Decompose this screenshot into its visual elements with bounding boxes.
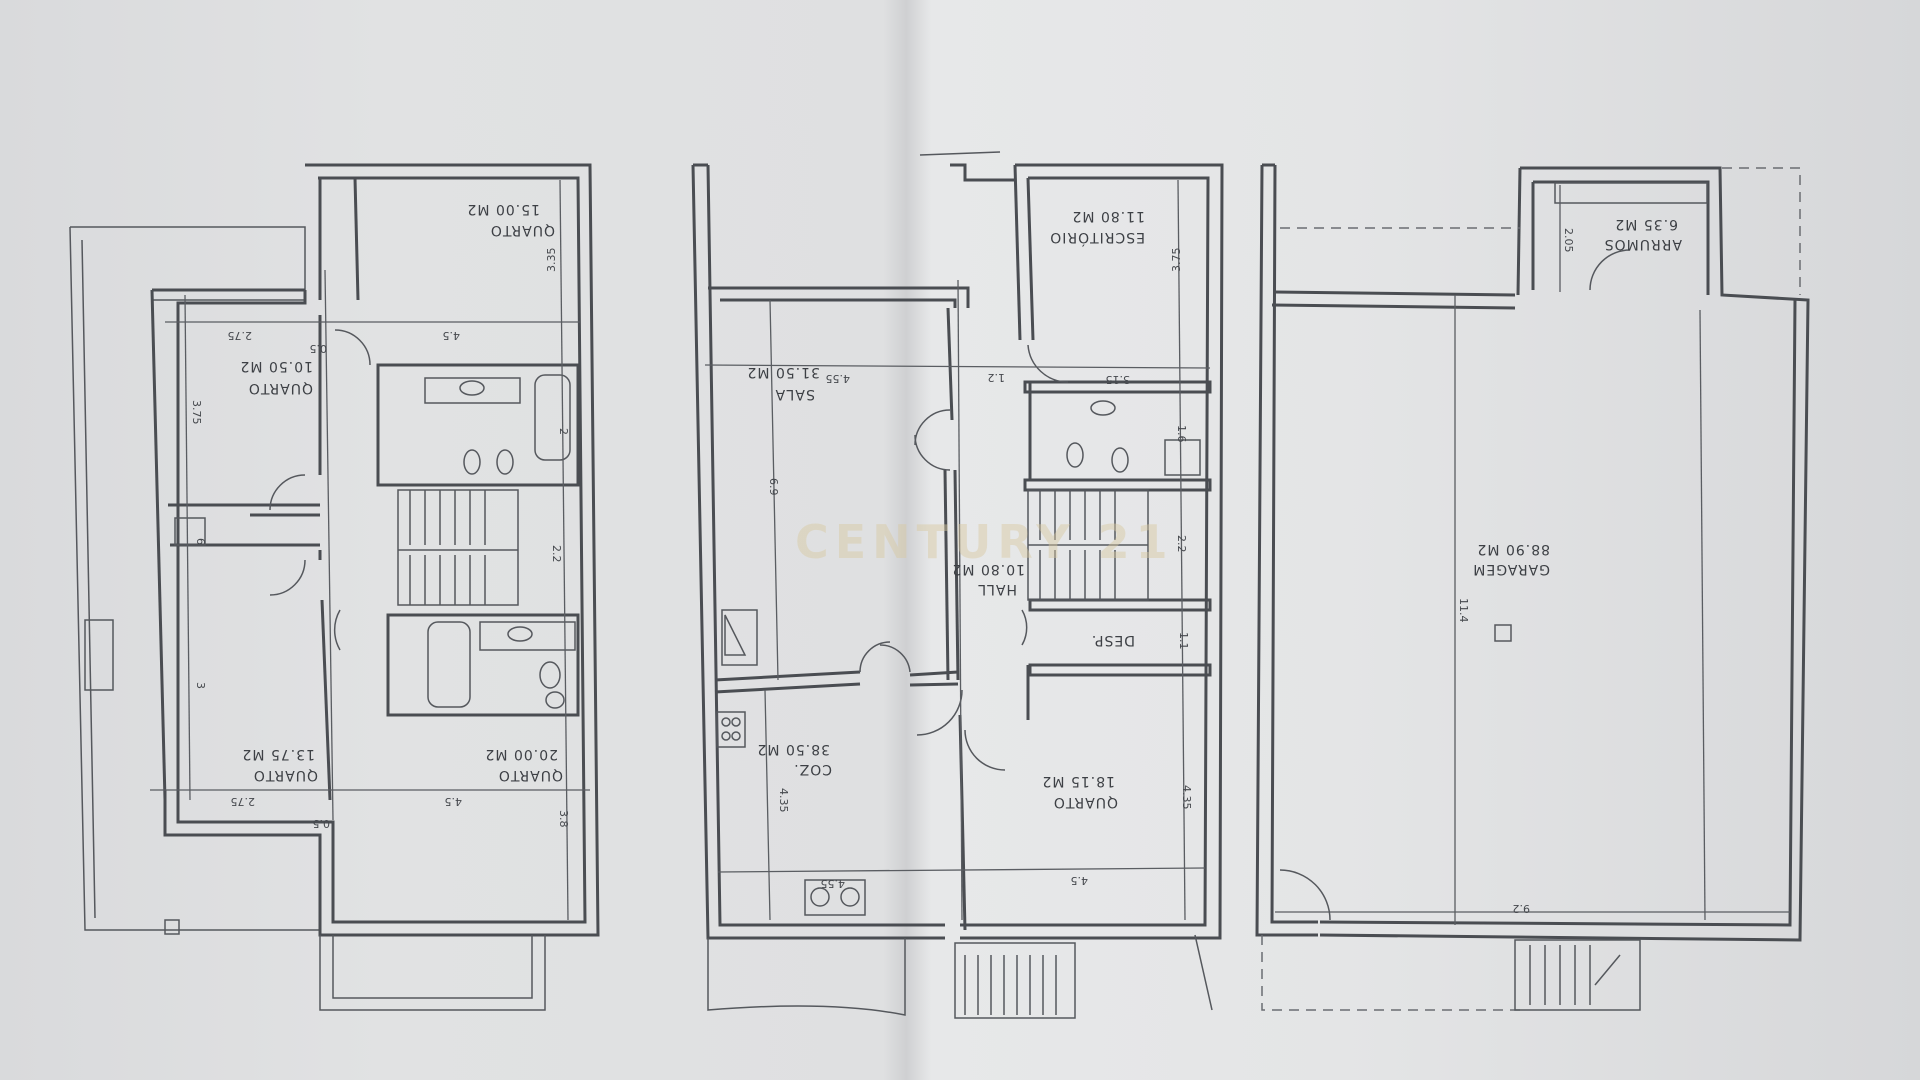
room-area: 10.80 M2 [951,561,1025,577]
dimension-label: 2.2 [550,545,563,563]
room-label: ESCRITÓRIO [1049,229,1145,247]
dimension-label: 3.75 [190,400,203,425]
dimension-label: 2.75 [231,795,256,808]
room-area: 11.80 M2 [1071,208,1145,224]
dimension-label: 3 [194,682,207,689]
dimension-label: 6 [194,538,207,545]
plan-basement [1255,163,1810,1011]
room-label: QUARTO [248,380,313,396]
dimension-label: 1.2 [988,371,1006,384]
dimension-label: 4.5 [443,329,461,342]
dimension-label: 1.6 [1175,425,1188,443]
dimension-label: 0.5 [310,342,328,355]
dimension-label: 0.5 [313,817,331,830]
dimension-label: 2 [557,428,570,435]
plan-ground-floor [691,151,1224,1019]
room-label: QUARTO [1053,794,1118,810]
dimension-label: 4.35 [1180,785,1193,810]
dimension-label: 4.55 [821,877,846,890]
room-label: DESP. [1091,632,1135,648]
room-label: ARRUMOS [1604,236,1682,252]
room-area: 10.50 M2 [239,358,313,374]
room-area: 13.75 M2 [241,746,315,762]
dimension-label: 9.2 [1513,902,1531,915]
dimension-label: 6.9 [767,478,780,496]
dimension-label: 4.55 [826,372,851,385]
room-label: COZ. [793,761,832,777]
dimension-label: 3.15 [1106,373,1131,386]
room-area: 18.15 M2 [1041,773,1115,789]
room-label: HALL [977,581,1017,597]
dimension-label: 3.8 [557,810,570,828]
dimension-label: 4.35 [777,788,790,813]
dimension-label: 11.4 [1457,598,1470,623]
room-area: 38.50 M2 [756,741,830,757]
room-area: 6.35 M2 [1614,216,1678,232]
room-area: 88.90 M2 [1476,541,1550,557]
dimension-label: 2.75 [228,329,253,342]
dimension-label: 4.5 [445,795,463,808]
room-area: 31.50 M2 [746,364,820,380]
room-area: 15.00 M2 [466,201,540,217]
watermark-logo: CENTURY 21 [795,515,1174,569]
dimension-label: 3.75 [1170,248,1183,273]
dimension-label: 1.1 [1177,632,1190,650]
room-label: SALA [775,386,815,402]
dimension-label: 2.05 [1562,228,1575,253]
room-label: GARAGEM [1472,561,1550,577]
room-area: 20.00 M2 [484,746,558,762]
room-label: QUARTO [253,767,318,783]
room-label: QUARTO [498,767,563,783]
dimension-label: 3.35 [545,248,558,273]
dimension-label: 2.2 [1175,535,1188,553]
dimension-label: 4.5 [1071,874,1089,887]
plan-upper-floor [69,163,600,1011]
room-label: QUARTO [490,222,555,238]
